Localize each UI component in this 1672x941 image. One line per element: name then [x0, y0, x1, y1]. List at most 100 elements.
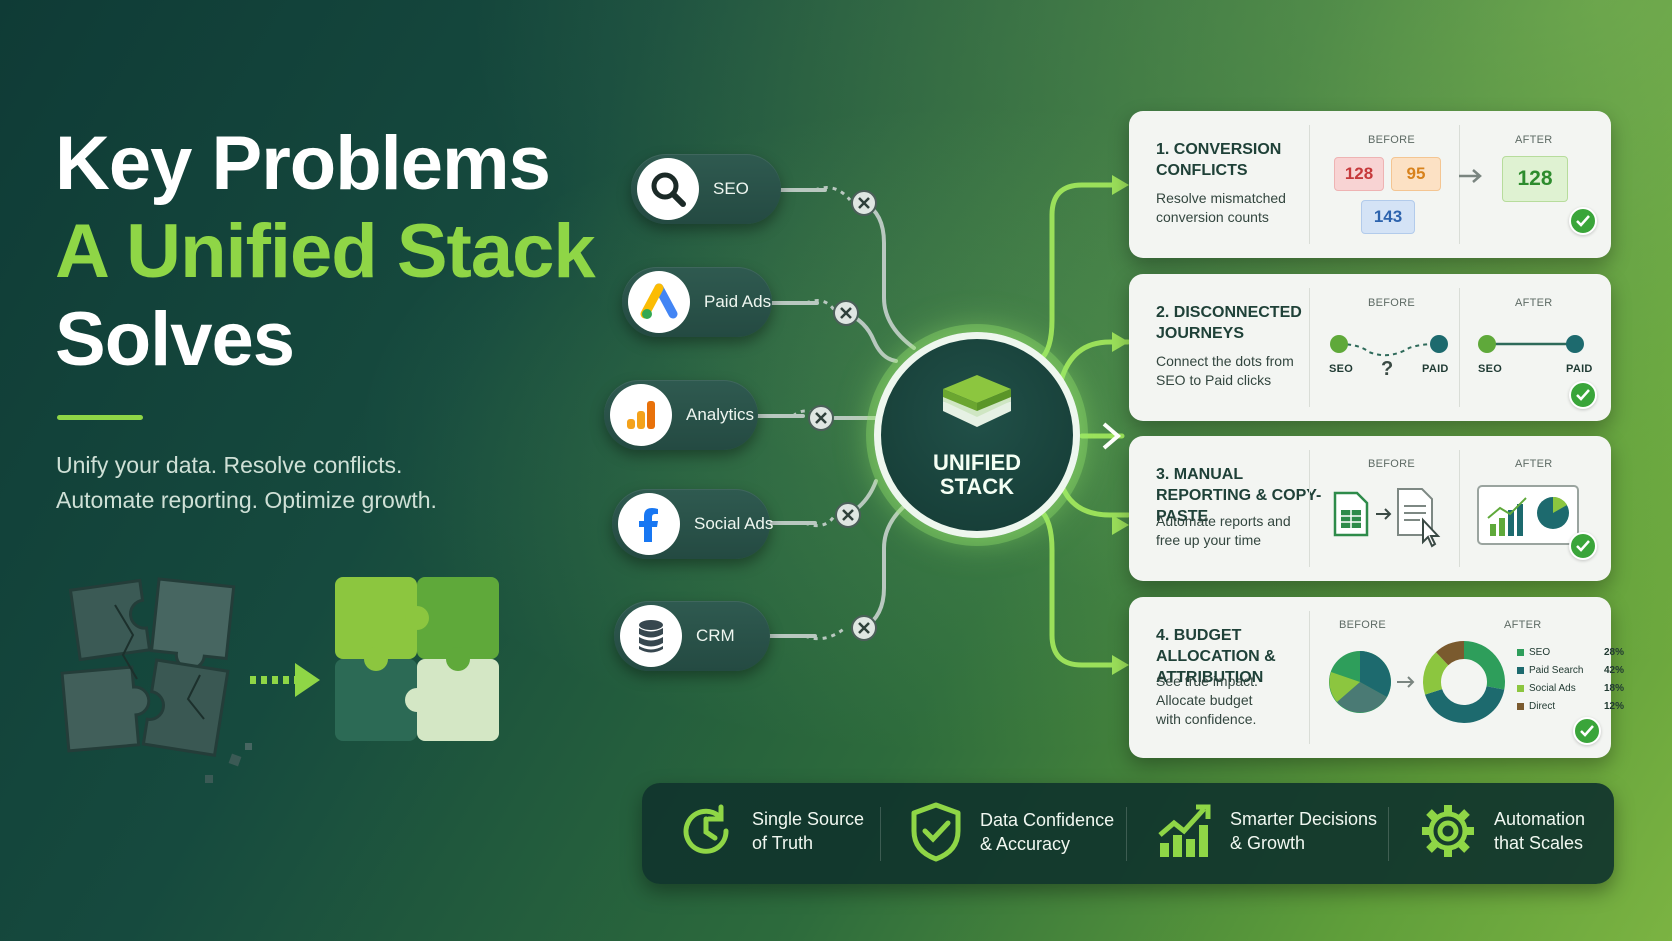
- donut-slice: [1464, 641, 1505, 690]
- after-label: AFTER: [1515, 297, 1553, 309]
- source-pill-paid-ads[interactable]: Paid Ads: [622, 267, 772, 337]
- dashboard-icon: [1477, 485, 1579, 545]
- benefit-line-2: that Scales: [1494, 833, 1584, 853]
- google-ads-icon: [628, 271, 690, 333]
- journey-from-label: SEO: [1329, 363, 1354, 375]
- benefit-line-1: Single Source: [752, 809, 865, 829]
- title-line-3: Solves: [55, 297, 295, 382]
- search-icon: [637, 158, 699, 220]
- card-budget-allocation: 4. BUDGET ALLOCATION & ATTRIBUTION See t…: [1129, 597, 1624, 758]
- unified-stack-hub: UNIFIED STACK: [874, 332, 1080, 538]
- document-cursor-icon: [1397, 488, 1441, 548]
- divider: [1459, 288, 1460, 407]
- legend-swatch: [1517, 667, 1524, 674]
- legend-value: 18%: [1604, 683, 1625, 694]
- source-pill-seo[interactable]: SEO: [631, 154, 781, 224]
- divider: [1459, 125, 1460, 244]
- growth-chart-icon: [1158, 804, 1211, 857]
- donut-slice: [1423, 652, 1449, 695]
- card-description: Connect the dots from SEO to Paid clicks: [1156, 353, 1294, 388]
- card-title: 1. CONVERSION CONFLICTS: [1156, 141, 1282, 179]
- connected-journey-icon: [1478, 335, 1584, 353]
- benefit-line-2: of Truth: [752, 833, 814, 853]
- after-donut-chart: [1423, 641, 1505, 723]
- after-label: AFTER: [1515, 134, 1553, 146]
- question-mark: ?: [1381, 358, 1394, 380]
- spreadsheet-icon: [1333, 491, 1369, 537]
- benefit-line-1: Smarter Decisions: [1230, 809, 1378, 829]
- card-title: 2. DISCONNECTED JOURNEYS: [1156, 304, 1302, 342]
- card-manual-reporting: 3. MANUAL REPORTING & COPY-PASTE Automat…: [1129, 436, 1611, 581]
- title-line-2: A Unified Stack: [55, 209, 596, 294]
- legend-swatch: [1517, 649, 1524, 656]
- source-pill-crm[interactable]: CRM: [614, 601, 770, 671]
- source-pill-analytics[interactable]: Analytics: [604, 380, 758, 450]
- before-value-box: 128: [1334, 157, 1384, 191]
- broken-journey-icon: [1330, 335, 1448, 357]
- journey-to-label: PAID: [1422, 363, 1449, 375]
- donut-slice: [1435, 641, 1464, 666]
- subtitle: Unify your data. Resolve conflicts. Auto…: [56, 448, 437, 518]
- check-icon: [1569, 532, 1597, 560]
- source-pill-social-ads[interactable]: Social Ads: [612, 489, 774, 559]
- after-value-box: 128: [1502, 156, 1568, 202]
- arrow-right-icon: [1376, 508, 1392, 520]
- divider: [1388, 807, 1389, 861]
- card-description: Automate reports and free up your time: [1156, 513, 1291, 548]
- database-icon: [620, 605, 682, 667]
- arrow-right-icon: [250, 663, 320, 697]
- journey-to-label: PAID: [1566, 363, 1593, 375]
- card-description: Resolve mismatched conversion counts: [1156, 190, 1286, 225]
- analytics-icon: [610, 384, 672, 446]
- source-label: CRM: [696, 626, 735, 645]
- card-conversion-conflicts: 1. CONVERSION CONFLICTS Resolve mismatch…: [1129, 111, 1611, 258]
- broken-puzzle-icon: [60, 577, 252, 783]
- page-title: Key Problems A Unified Stack Solves: [55, 120, 596, 384]
- layers-icon: [943, 375, 1011, 427]
- benefit-label: Data Confidence & Accuracy: [980, 808, 1114, 856]
- before-label: BEFORE: [1368, 458, 1416, 470]
- before-pie-chart: [1329, 651, 1391, 713]
- legend-swatch: [1517, 685, 1524, 692]
- puzzle-illustration: [60, 577, 499, 783]
- card-title: 3. MANUAL REPORTING & COPY-PASTE: [1156, 466, 1322, 525]
- card-disconnected-journeys: 2. DISCONNECTED JOURNEYS Connect the dot…: [1129, 274, 1611, 421]
- after-label: AFTER: [1515, 458, 1553, 470]
- source-label: Social Ads: [694, 514, 774, 533]
- legend-value: 12%: [1604, 701, 1625, 712]
- legend-swatch: [1517, 703, 1524, 710]
- before-label: BEFORE: [1339, 619, 1387, 631]
- before-label: BEFORE: [1368, 297, 1416, 309]
- facebook-icon: [618, 493, 680, 555]
- benefit-line-1: Data Confidence: [980, 810, 1115, 830]
- subtitle-line-1: Unify your data. Resolve conflicts.: [56, 452, 403, 478]
- gear-icon: [1422, 805, 1474, 857]
- divider: [1309, 450, 1310, 567]
- benefit-label: Single Source of Truth: [752, 807, 864, 855]
- before-label: BEFORE: [1368, 134, 1416, 146]
- arrow-right-icon: [1397, 676, 1415, 688]
- shield-check-icon: [911, 802, 961, 862]
- legend-name: SEO: [1529, 647, 1551, 658]
- divider: [1309, 611, 1310, 744]
- legend-item: SEO 28%: [1517, 647, 1624, 658]
- divider: [1309, 125, 1310, 244]
- benefit-line-2: & Accuracy: [980, 834, 1071, 854]
- benefit-smarter-decisions: Smarter Decisions & Growth: [1154, 801, 1377, 861]
- benefit-label: Smarter Decisions & Growth: [1230, 807, 1377, 855]
- before-value-box: 143: [1361, 200, 1415, 234]
- legend-name: Paid Search: [1529, 665, 1584, 676]
- arrow-right-icon: [1459, 169, 1482, 183]
- legend-item: Direct 12%: [1517, 701, 1624, 712]
- after-label: AFTER: [1504, 619, 1542, 631]
- card-description: See true impact. Allocate budget with co…: [1156, 673, 1258, 727]
- journey-from-label: SEO: [1478, 363, 1503, 375]
- legend-name: Direct: [1529, 701, 1556, 712]
- benefit-automation: Automation that Scales: [1418, 801, 1585, 861]
- title-underline: [57, 415, 143, 420]
- legend-value: 28%: [1604, 647, 1625, 658]
- subtitle-line-2: Automate reporting. Optimize growth.: [56, 487, 437, 513]
